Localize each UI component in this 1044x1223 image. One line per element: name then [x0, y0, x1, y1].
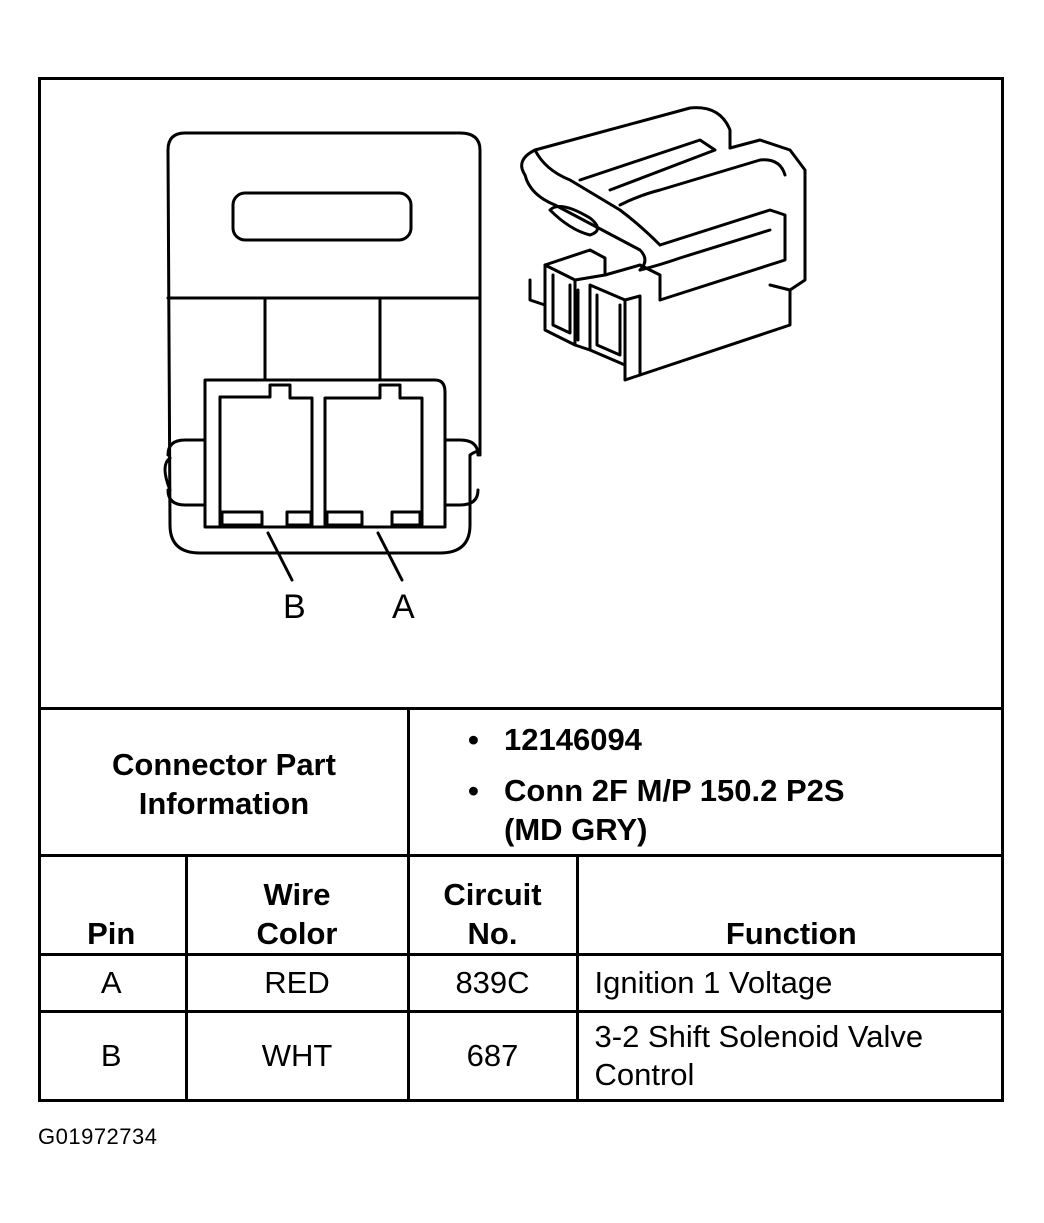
info-divider [407, 707, 410, 857]
connector-color: (MD GRY) [504, 810, 648, 849]
connector-info-title: Connector Part Information [112, 747, 336, 821]
cell-circuit: 839C [406, 953, 579, 1013]
cell-wire-color: RED [184, 953, 410, 1013]
connector-info-row [38, 707, 1004, 857]
bullet-icon: • [468, 722, 479, 757]
bullet-part-number: • 12146094 [468, 720, 642, 759]
header-pin: Pin [38, 854, 188, 956]
bullet-icon: • [468, 773, 479, 808]
table-row: A RED 839C Ignition 1 Voltage [38, 953, 1004, 1013]
diagram-frame [38, 77, 1004, 1102]
pin-label-b: B [283, 588, 306, 626]
cell-circuit: 687 [406, 1010, 579, 1099]
part-number: 12146094 [504, 722, 642, 757]
bullet-connector-desc: • Conn 2F M/P 150.2 P2S [468, 771, 845, 810]
cell-pin: B [38, 1010, 188, 1099]
connector-description: Conn 2F M/P 150.2 P2S [504, 773, 845, 808]
connector-isometric-view [520, 106, 807, 382]
cell-pin: A [38, 953, 188, 1013]
connector-color-text: (MD GRY) [504, 812, 648, 847]
cell-function: Ignition 1 Voltage [575, 953, 1004, 1013]
cell-wire-color: WHT [184, 1010, 410, 1099]
connector-illustration [163, 106, 807, 582]
pin-label-a: A [392, 588, 415, 626]
connector-face-view [163, 131, 482, 582]
figure-id: G01972734 [38, 1124, 158, 1149]
header-function: Function [575, 854, 1004, 956]
